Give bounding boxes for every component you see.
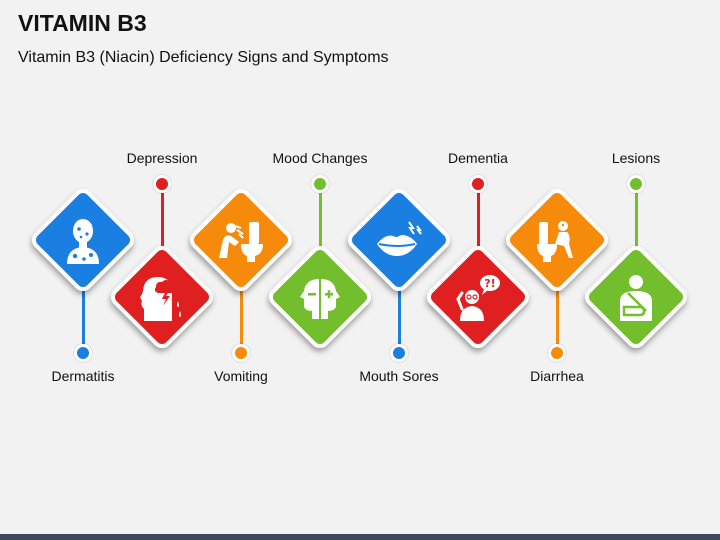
connector-line [160, 184, 164, 247]
connector-line [634, 184, 638, 247]
connector-dot [74, 344, 92, 362]
connector-dot [548, 344, 566, 362]
symptom-label: Diarrhea [530, 368, 584, 384]
connector-line [476, 184, 480, 247]
symptom-label: Dermatitis [51, 368, 115, 384]
symptom-label: Mouth Sores [359, 368, 439, 384]
svg-text:?!: ?! [484, 277, 495, 290]
connector-line [81, 290, 85, 353]
connector-dot [232, 344, 250, 362]
connector-dot [390, 344, 408, 362]
lips-pain-icon [377, 221, 422, 256]
confused-person-icon: ?! [456, 275, 500, 321]
connector-dot [469, 175, 487, 193]
two-faces-plus-minus-icon [300, 279, 340, 319]
person-on-toilet-icon [537, 221, 573, 262]
connector-dot [153, 175, 171, 193]
page-title: VITAMIN B3 [18, 10, 147, 36]
connector-line [397, 290, 401, 353]
footer-bar [0, 534, 720, 540]
symptom-label: Depression [126, 150, 198, 166]
connector-dot [311, 175, 329, 193]
connector-dot [627, 175, 645, 193]
person-arm-sling-icon [620, 275, 652, 321]
head-storm-cloud-icon [140, 277, 181, 321]
vomiting-person-icon [219, 222, 263, 262]
symptom-label: Mood Changes [272, 150, 368, 166]
skin-rash-icon [67, 219, 99, 264]
symptom-label: Lesions [611, 150, 661, 166]
symptom-label: Vomiting [214, 368, 268, 384]
connector-line [555, 290, 559, 353]
connector-line [318, 184, 322, 247]
symptom-label: Dementia [448, 150, 508, 166]
connector-line [239, 290, 243, 353]
page-subtitle: Vitamin B3 (Niacin) Deficiency Signs and… [18, 49, 389, 66]
